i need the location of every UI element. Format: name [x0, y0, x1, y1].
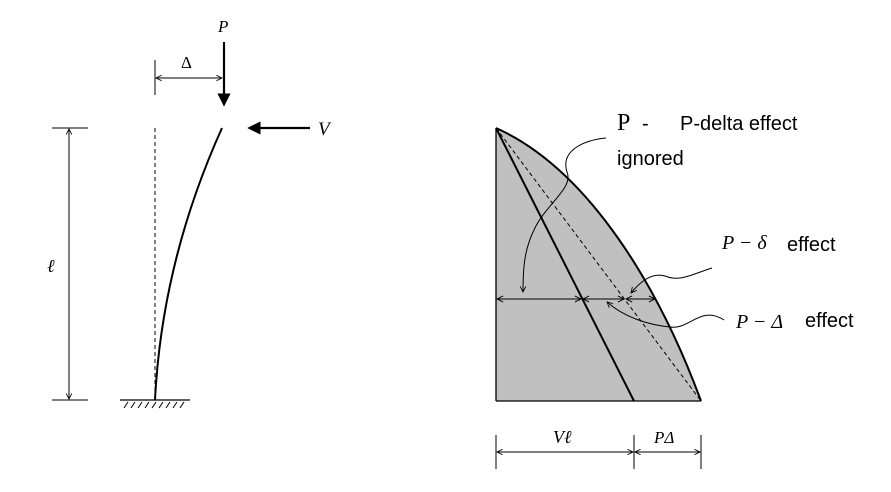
p-small-delta-math: P − δ: [721, 232, 767, 254]
title-dash: -: [642, 113, 649, 135]
p-small-delta-label: P − δ effect: [721, 232, 836, 256]
deflected-column: [154, 127, 223, 401]
first-order-moment-line: [495, 127, 635, 402]
p-big-delta-math: P − Δ: [735, 311, 783, 333]
height-dimension: ℓ: [47, 127, 88, 401]
moment-diagram: Vℓ PΔ P - P-delta effect ignored P − δ e…: [495, 110, 854, 469]
axial-load-arrow: P: [217, 17, 231, 107]
load-v-label: V: [318, 119, 332, 140]
height-label: ℓ: [47, 256, 55, 276]
drift-dimension: Δ: [154, 53, 222, 95]
lateral-load-arrow: V: [247, 119, 332, 140]
bottom-dimensions: Vℓ PΔ: [495, 427, 702, 469]
column-figure: ℓ Δ P V: [47, 17, 332, 409]
title-text-line2: ignored: [617, 148, 684, 170]
title-text: P-delta effect: [680, 113, 798, 135]
p-big-delta-line: [495, 127, 702, 402]
leader-p-delta-ignored: [523, 137, 607, 292]
p-small-delta-text: effect: [787, 234, 836, 256]
pd-label: PΔ: [653, 428, 674, 447]
fixed-support: [120, 399, 190, 409]
p-big-delta-label: P − Δ effect: [735, 310, 854, 333]
p-delta-moment-curve: [495, 127, 702, 402]
p-delta-ignored-label: P - P-delta effect ignored: [617, 110, 798, 170]
p-big-delta-text: effect: [805, 310, 854, 332]
leader-p-big-delta: [607, 302, 725, 328]
title-symbol: P: [617, 110, 630, 136]
leader-p-small-delta: [631, 267, 713, 293]
drift-label: Δ: [181, 53, 192, 72]
load-p-label: P: [217, 17, 228, 36]
vl-label: Vℓ: [553, 427, 572, 447]
